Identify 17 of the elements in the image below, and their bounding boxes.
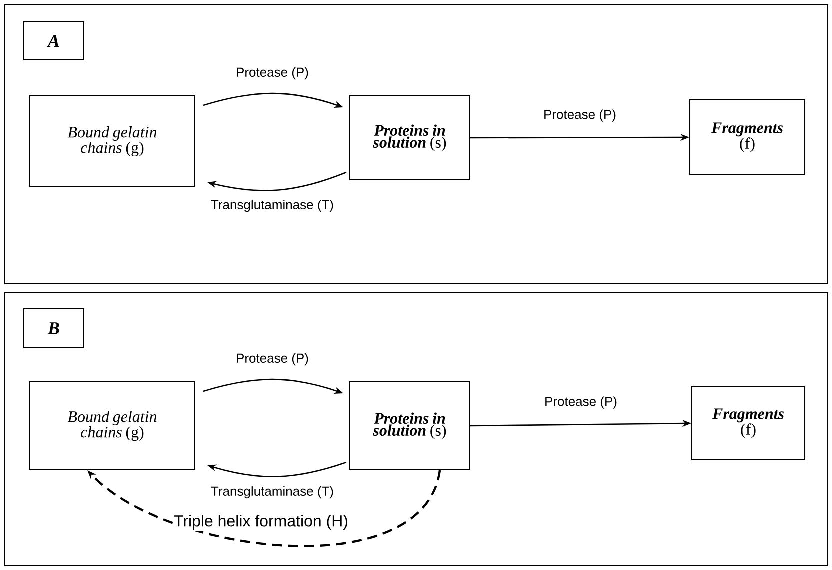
panel-frame [4, 4, 829, 284]
edge-label: Transglutaminase (T) [210, 485, 336, 500]
state-box: Fragments (f) [690, 100, 806, 176]
edge-label: Triple helix formation (H) [172, 514, 350, 531]
edge-label: Protease (P) [544, 396, 618, 410]
state-box: Proteins in solution (s) [350, 382, 470, 470]
edge-label: Protease (P) [235, 352, 310, 367]
state-box: Bound gelatin chains (g) [30, 382, 196, 470]
edge-label: Protease (P) [542, 108, 618, 123]
state-box: Bound gelatin chains (g) [30, 96, 196, 188]
state-box: Proteins in solution (s) [350, 96, 470, 180]
panel-frame [4, 292, 829, 566]
panel-label: B [24, 308, 84, 348]
edge-label: Protease (P) [235, 66, 310, 81]
state-box: Fragments (f) [692, 386, 806, 460]
edge-label: Transglutaminase (T) [210, 198, 336, 214]
panel-label: A [24, 22, 84, 60]
